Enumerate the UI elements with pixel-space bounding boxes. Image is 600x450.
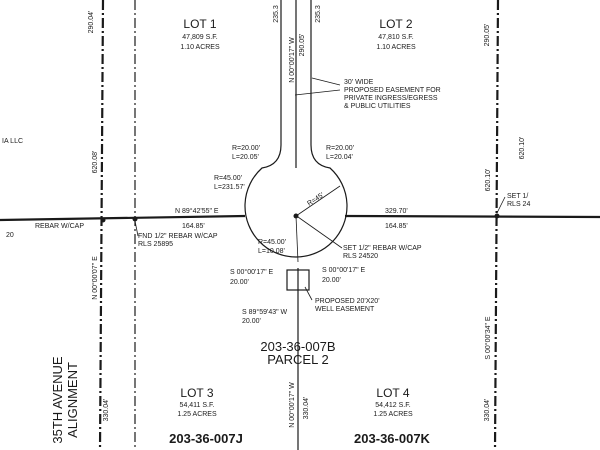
- rebar-west-marker: [100, 217, 106, 223]
- set-east-label: SET 1/: [507, 193, 528, 200]
- easement-leader-2: [294, 89, 341, 96]
- easement-note-4: & PUBLIC UTILITIES: [344, 103, 411, 110]
- set-center-leader: [297, 216, 343, 249]
- well-e-dist: 20.00': [230, 279, 249, 286]
- street-line2: ALIGNMENT: [65, 362, 80, 438]
- well-w-bearing: S 00°00'17" E: [322, 266, 366, 274]
- well-note-2: WELL EASEMENT: [315, 306, 375, 313]
- top-center-d: 235.3: [315, 5, 322, 23]
- radius-line-45: [295, 185, 341, 217]
- east-line-bearing: S 00°00'34" E: [484, 316, 492, 360]
- radius-line-lower: [295, 215, 299, 263]
- lot2-area-ac: 1.10 ACRES: [376, 44, 416, 51]
- cul-de-sac-arc: [244, 144, 348, 258]
- well-e-bearing: S 00°00'17" E: [230, 268, 274, 276]
- rebar-west-label: REBAR W/CAP: [35, 223, 84, 230]
- curve-big-r: R=45.00': [214, 175, 242, 182]
- east-mid-b: 620.10': [485, 169, 492, 192]
- apn-right: 203-36-007K: [354, 431, 430, 446]
- centerline-left-dist: 164.85': [182, 223, 205, 230]
- curve-lower-r: R=45.00': [258, 239, 286, 246]
- easement-leader: [311, 77, 341, 86]
- set-east-leader: [496, 196, 506, 214]
- centerline-left-bearing: N 89°42'55" E: [175, 207, 219, 215]
- curve-left-r: R=20.00': [232, 145, 260, 152]
- east-mid-a: 620.10': [519, 137, 526, 160]
- bottom-right-dist: 330.04': [484, 399, 491, 422]
- west-top-dist: 290.04': [88, 11, 95, 34]
- lot3-area-ac: 1.25 ACRES: [177, 411, 217, 418]
- apn-left: 203-36-007J: [169, 431, 243, 446]
- top-center-bearing: N 00°00'17" W: [288, 37, 296, 83]
- fnd-leader: [134, 220, 139, 237]
- west-line-bearing: N 00°00'07" E: [91, 256, 99, 300]
- center-marker: [293, 213, 299, 219]
- lot1-area-sf: 47,809 S.F.: [182, 34, 217, 41]
- well-s-bearing: S 89°59'43" W: [242, 308, 288, 316]
- well-w-dist: 20.00': [322, 277, 341, 284]
- set-east-rls: RLS 24: [507, 201, 530, 208]
- parcel-name: PARCEL 2: [267, 352, 328, 367]
- bottom-center-dist: 330.04': [303, 397, 310, 420]
- fnd-label: FND 1/2" REBAR W/CAP: [138, 233, 218, 240]
- owner-fragment: IA LLC: [2, 138, 23, 145]
- street-line1: 35TH AVENUE: [50, 356, 65, 444]
- centerline-west: [0, 214, 246, 222]
- bottom-left-dist: 330.04': [103, 399, 110, 422]
- east-boundary-line: [493, 0, 500, 450]
- bottom-center-bearing: N 00°00'17" W: [288, 382, 296, 428]
- lot3-area-sf: 54,411 S.F.: [180, 402, 215, 409]
- top-center-dist: 290.05': [299, 34, 306, 57]
- set-center-rls: RLS 24520: [343, 253, 378, 260]
- lot4-area-ac: 1.25 ACRES: [373, 411, 413, 418]
- lot1-area-ac: 1.10 ACRES: [180, 44, 220, 51]
- lot2-area-sf: 47,810 S.F.: [378, 34, 413, 41]
- easement-note-1: 30' WIDE: [344, 79, 374, 86]
- west-mid-dist: 620.08': [92, 151, 99, 174]
- centerline-east: [344, 214, 600, 219]
- centerline-right-total: 329.70': [385, 208, 408, 215]
- west-street-line: [98, 0, 105, 450]
- lot2-name: LOT 2: [379, 17, 412, 31]
- curve-lower-l: L=10.08': [258, 248, 285, 255]
- well-note-1: PROPOSED 20'X20': [315, 298, 380, 305]
- fnd-rls: RLS 25895: [138, 241, 173, 248]
- parcel-apn: 203-36-007B: [260, 339, 335, 354]
- well-note-leader: [304, 286, 313, 301]
- centerline-right-dist: 164.85': [385, 223, 408, 230]
- curve-right-r: R=20.00': [326, 145, 354, 152]
- well-s-dist: 20.00': [242, 318, 261, 325]
- lot4-name: LOT 4: [376, 386, 409, 400]
- easement-note-2: PROPOSED EASEMENT FOR: [344, 87, 441, 94]
- set-east-marker: [494, 213, 500, 219]
- lot1-name: LOT 1: [183, 17, 216, 31]
- rebar-west-num: 20: [6, 232, 14, 239]
- top-center-c: 235.3: [273, 5, 280, 23]
- east-top-dist: 290.05': [484, 24, 491, 47]
- curve-right-l: L=20.04': [326, 154, 353, 161]
- curve-big-l: L=231.57': [214, 184, 245, 191]
- radius-45-label: R=45': [306, 192, 325, 208]
- fnd-marker: [132, 216, 138, 222]
- curve-left-l: L=20.05': [232, 154, 259, 161]
- lot3-name: LOT 3: [180, 386, 213, 400]
- set-center-label: SET 1/2" REBAR W/CAP: [343, 245, 422, 252]
- easement-note-3: PRIVATE INGRESS/EGRESS: [344, 95, 438, 102]
- well-easement: [286, 269, 310, 291]
- lot4-area-sf: 54,412 S.F.: [375, 402, 410, 409]
